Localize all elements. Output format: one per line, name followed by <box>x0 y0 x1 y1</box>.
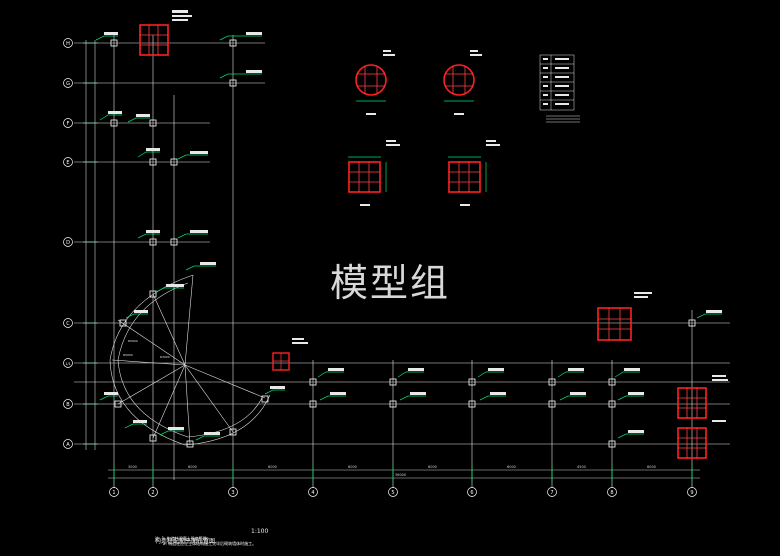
axis-label-3: 3 <box>231 490 234 496</box>
title-block: 构造柱配筋平面布置图 1:100 注: 1. 构造柱混凝土强度等级。 2. 构造… <box>155 528 345 546</box>
column-annotations <box>95 35 722 441</box>
svg-text:6000: 6000 <box>348 465 357 469</box>
horizontal-axis-lines <box>74 42 730 445</box>
axis-label-h: H <box>66 41 70 47</box>
axis-label-2: 2 <box>151 490 154 496</box>
total-dimension: 36000 <box>395 473 406 477</box>
axis-label-c: C <box>66 321 70 327</box>
column-section-right-b <box>677 375 728 419</box>
axis-label-d: D <box>66 240 70 246</box>
note-line-1: 注: 1. 构造柱混凝土强度等级。 <box>155 536 211 541</box>
axis-label-e: E <box>66 160 69 166</box>
circular-structure <box>109 274 271 446</box>
axis-label-1-1: 1/1 <box>65 362 71 366</box>
svg-text:6000: 6000 <box>188 465 197 469</box>
detail-square-column-2 <box>448 140 500 206</box>
detail-circular-column-1 <box>355 50 395 115</box>
left-dimension-lines <box>85 40 96 450</box>
axis-label-g: G <box>66 81 70 87</box>
svg-text:6000: 6000 <box>268 465 277 469</box>
svg-text:R5000: R5000 <box>128 339 138 343</box>
axis-label-5: 5 <box>391 490 394 496</box>
column-section-top <box>139 10 192 56</box>
svg-text:6000: 6000 <box>428 465 437 469</box>
axis-label-9: 9 <box>690 490 693 496</box>
svg-text:6000: 6000 <box>647 465 656 469</box>
axis-label-f: F <box>67 121 70 127</box>
left-axis-bubbles <box>63 38 73 449</box>
drawing-scale: 1:100 <box>251 528 269 535</box>
svg-text:3000: 3000 <box>128 465 137 469</box>
left-dimension-ticks <box>83 42 98 445</box>
axis-label-4: 4 <box>311 490 314 496</box>
svg-text:R3000: R3000 <box>160 355 170 359</box>
bottom-dimension-lines <box>108 469 700 479</box>
left-axis-labels: H G F E D C 1/1 B A <box>65 41 71 448</box>
column-section-right-a <box>677 420 726 459</box>
svg-text:6000: 6000 <box>507 465 516 469</box>
rebar-legend-table <box>539 54 580 123</box>
detail-square-column-1 <box>348 140 400 206</box>
axis-label-8: 8 <box>610 490 613 496</box>
column-section-mid <box>272 338 308 371</box>
axis-label-1: 1 <box>112 490 115 496</box>
annotation-text-bars <box>104 32 722 435</box>
note-line-2: 2. 构造柱应在主体结构施工完毕后砌筑墙体时施工。 <box>163 541 257 546</box>
bottom-axis-bubbles <box>109 487 697 497</box>
column-section-right-top <box>597 292 652 341</box>
bottom-dimension-ticks <box>113 466 693 482</box>
bottom-dimension-texts: 3000 6000 6000 6000 6000 6000 4500 6000 3600… <box>128 465 656 477</box>
axis-label-b: B <box>66 402 70 408</box>
axis-label-6: 6 <box>470 490 473 496</box>
svg-text:4500: 4500 <box>577 465 586 469</box>
watermark-text: 模型组 <box>330 261 451 305</box>
axis-label-7: 7 <box>550 490 553 496</box>
axis-label-a: A <box>66 442 70 448</box>
svg-text:R5000: R5000 <box>123 353 133 357</box>
column-markers <box>110 39 696 448</box>
rebar-legend-cells <box>543 58 569 105</box>
bottom-axis-labels: 1 2 3 4 5 6 7 8 9 <box>112 490 693 496</box>
drawing-title: 构造柱配筋平面布置图 <box>155 538 216 545</box>
detail-circular-column-2 <box>443 50 482 115</box>
